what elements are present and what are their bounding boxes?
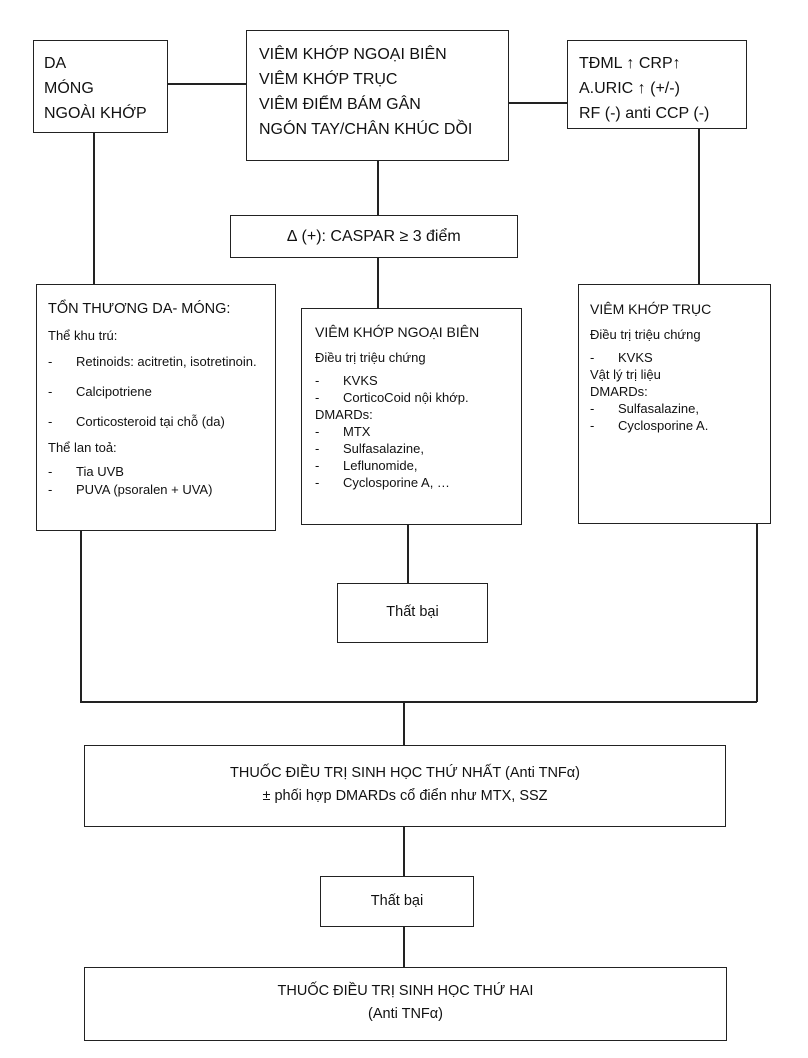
list-item: Sulfasalazine, [590,400,768,417]
list-item: KVKS [590,349,768,366]
box-failure-2: Thất bại [320,876,474,927]
connector-bar-biologic1 [403,701,405,746]
list-item: CorticoCoid nội khớp. [315,389,520,406]
connector-diagnosis-peripheral [377,257,379,309]
peripheral-title: VIÊM KHỚP NGOẠI BIÊN [315,324,480,340]
box-skin-nail-treatment: TỔN THƯƠNG DA- MÓNG: Thể khu trú: Retino… [36,284,276,531]
peripheral-dmards-label: DMARDs: [315,407,373,422]
axial-dmards-label: DMARDs: [590,384,648,399]
top-left-line: NGOÀI KHỚP [44,105,147,122]
top-left-line: DA [44,55,67,72]
box-skin-nail-extraarticular: DA MÓNG NGOÀI KHỚP [33,40,168,133]
peripheral-symptom-label: Điều trị triệu chứng [315,350,426,365]
box-axial-arthritis-treatment: VIÊM KHỚP TRỤC Điều trị triệu chứng KVKS… [578,284,771,524]
skin-nail-title: TỔN THƯƠNG DA- MÓNG: [48,301,231,317]
top-right-line: TĐML ↑ CRP↑ [579,55,681,72]
failure-2-text: Thất bại [370,893,424,909]
failure-1-text: Thất bại [386,604,439,620]
biologic-2-line1: THUỐC ĐIỀU TRỊ SINH HỌC THỨ HAI [277,983,534,999]
list-item: Corticosteroid tại chỗ (da) [48,413,273,431]
connector-peripheral-failure [407,524,409,584]
list-item: Calcipotriene [48,383,273,401]
connector-failure2-biologic2 [403,926,405,968]
list-item: PUVA (psoralen + UVA) [48,481,273,499]
connector-topleft-center [167,83,247,85]
top-right-line: RF (-) anti CCP (-) [579,105,710,122]
list-item: Retinoids: acitretin, isotretinoin. [48,353,273,371]
connector-topleft-skin [93,133,95,285]
connector-axial-down [756,523,758,702]
list-item: Cyclosporine A. [590,417,768,434]
connector-skin-down [80,530,82,702]
axial-physio-label: Vật lý trị liệu [590,367,661,382]
box-clinical-manifestations: VIÊM KHỚP NGOẠI BIÊN VIÊM KHỚP TRỤC VIÊM… [246,30,509,161]
list-item: KVKS [315,372,520,389]
top-left-line: MÓNG [44,80,94,97]
top-center-line: NGÓN TAY/CHÂN KHÚC DỒI [259,121,473,138]
box-diagnosis-caspar: ∆ (+): CASPAR ≥ 3 điểm [230,215,518,258]
top-center-line: VIÊM KHỚP TRỤC [259,71,398,88]
connector-center-diagnosis [377,160,379,215]
axial-symptom-label: Điều trị triệu chứng [590,327,701,342]
box-peripheral-arthritis-treatment: VIÊM KHỚP NGOẠI BIÊN Điều trị triệu chứn… [301,308,522,525]
skin-nail-diffuse-label: Thể lan toả: [48,440,117,455]
box-second-biologic: THUỐC ĐIỀU TRỊ SINH HỌC THỨ HAI (Anti TN… [84,967,727,1041]
skin-nail-localized-label: Thể khu trú: [48,328,118,343]
list-item: MTX [315,423,520,440]
top-right-line: A.URIC ↑ (+/-) [579,80,680,97]
connector-center-topright [508,102,568,104]
biologic-1-line2: ± phối hợp DMARDs cổ điển như MTX, SSZ [262,788,548,804]
connector-biologic1-failure2 [403,826,405,878]
list-item: Cyclosporine A, … [315,474,520,491]
list-item: Tia UVB [48,463,273,481]
box-first-biologic: THUỐC ĐIỀU TRỊ SINH HỌC THỨ NHẤT (Anti T… [84,745,726,827]
biologic-2-line2: (Anti TNFα) [368,1006,443,1022]
connector-bottom-bar [80,701,757,703]
box-failure-1: Thất bại [337,583,488,643]
top-center-line: VIÊM ĐIỂM BÁM GÂN [259,96,421,113]
biologic-1-line1: THUỐC ĐIỀU TRỊ SINH HỌC THỨ NHẤT (Anti T… [230,765,580,781]
top-center-line: VIÊM KHỚP NGOẠI BIÊN [259,46,447,63]
diagnosis-text: ∆ (+): CASPAR ≥ 3 điểm [287,228,461,245]
connector-topright-axial [698,128,700,284]
list-item: Leflunomide, [315,457,520,474]
box-lab-findings: TĐML ↑ CRP↑ A.URIC ↑ (+/-) RF (-) anti C… [567,40,747,129]
list-item: Sulfasalazine, [315,440,520,457]
axial-title: VIÊM KHỚP TRỤC [590,301,712,317]
